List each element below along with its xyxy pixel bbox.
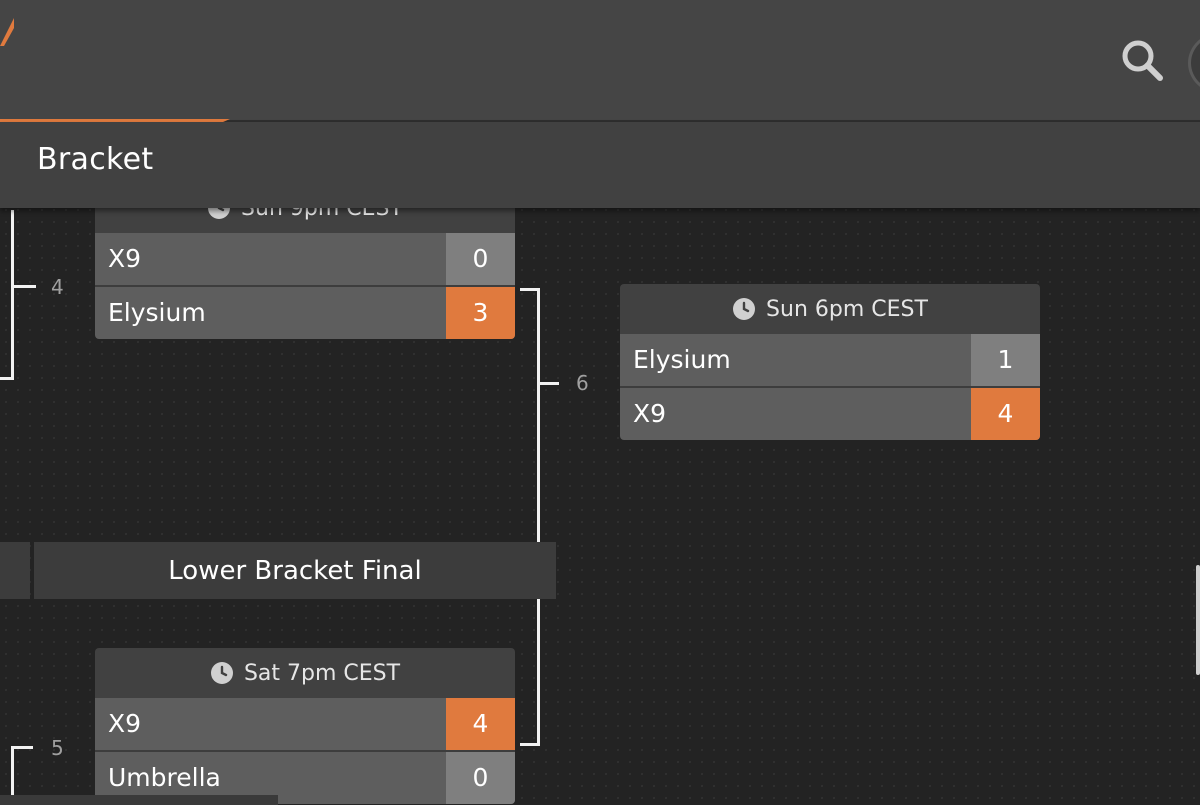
team-score-winner: 4 <box>971 388 1040 440</box>
connector-line <box>520 288 540 291</box>
team-name: X9 <box>108 244 142 273</box>
clock-icon <box>210 662 233 684</box>
section-banner-edge <box>0 542 30 599</box>
page-title: Bracket <box>37 142 154 177</box>
team-row[interactable]: Elysium 3 <box>95 287 515 339</box>
match-time: Sat 7pm CEST <box>243 660 401 686</box>
team-row[interactable]: X9 0 <box>95 233 515 287</box>
connector-line <box>537 288 540 746</box>
connector-line <box>14 285 36 288</box>
team-score-winner: 3 <box>446 287 515 339</box>
connector-line <box>11 210 14 380</box>
team-name: Elysium <box>108 298 206 327</box>
team-row[interactable]: Elysium 1 <box>620 334 1040 388</box>
team-score: 0 <box>446 233 515 285</box>
search-icon[interactable] <box>1118 36 1166 84</box>
match-time-header: Sun 6pm CEST <box>620 284 1040 334</box>
connector-line <box>11 746 14 805</box>
match-card-lower[interactable]: Sat 7pm CEST X9 4 Umbrella 0 <box>95 648 515 804</box>
match-time: Sun 6pm CEST <box>766 296 928 322</box>
team-name: X9 <box>108 709 142 738</box>
team-name: X9 <box>633 399 667 428</box>
connector-line <box>520 743 540 746</box>
connector-line <box>540 382 559 385</box>
round-number: 4 <box>51 275 64 299</box>
round-number: 6 <box>576 371 589 395</box>
team-name: Elysium <box>633 345 731 374</box>
section-title: Lower Bracket Final <box>168 555 422 586</box>
connector-line <box>0 377 14 380</box>
round-number: 5 <box>51 736 64 760</box>
team-row[interactable]: X9 4 <box>95 698 515 752</box>
team-row[interactable]: X9 4 <box>620 388 1040 440</box>
team-score: 1 <box>971 334 1040 386</box>
top-app-bar <box>0 0 1200 122</box>
sub-header-bar <box>0 122 1200 208</box>
team-score-winner: 4 <box>446 698 515 750</box>
horizontal-scrollbar[interactable] <box>0 795 278 805</box>
vertical-scrollbar[interactable] <box>1196 565 1200 675</box>
team-score: 0 <box>446 752 515 804</box>
connector-line <box>11 746 33 749</box>
section-banner-lower-final: Lower Bracket Final <box>34 542 556 599</box>
match-card-final[interactable]: Sun 6pm CEST Elysium 1 X9 4 <box>620 284 1040 440</box>
clock-icon <box>733 298 756 320</box>
team-name: Umbrella <box>108 763 221 792</box>
match-time-header: Sat 7pm CEST <box>95 648 515 698</box>
logo-icon[interactable] <box>0 18 14 46</box>
avatar[interactable] <box>1188 32 1200 94</box>
